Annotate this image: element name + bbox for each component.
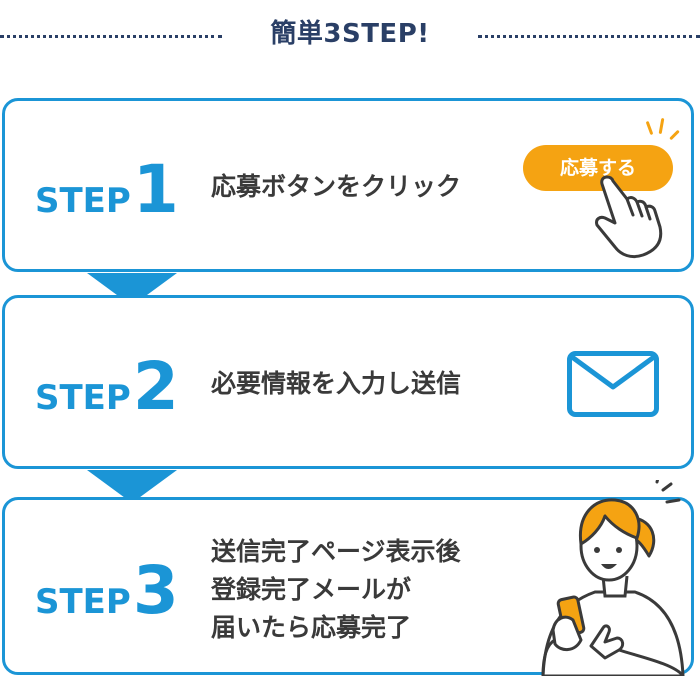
sparkle-mark	[669, 129, 680, 141]
hand-pointer-icon	[595, 175, 663, 259]
mail-icon	[567, 351, 659, 417]
sparkle-mark	[645, 120, 654, 136]
step-label-2: STEP2	[35, 348, 179, 425]
step-number: 1	[132, 151, 179, 228]
step-description-line: 必要情報を入力し送信	[211, 369, 462, 398]
woman-smartphone-icon	[541, 480, 685, 676]
step-description-2: 必要情報を入力し送信	[211, 365, 461, 403]
dotted-divider-left	[0, 35, 222, 38]
step-description-line: 登録完了メールが	[211, 575, 412, 604]
page-title: 簡単3STEP!	[270, 19, 430, 49]
section-header: 簡単3STEP!	[0, 14, 700, 54]
dotted-divider-right	[478, 35, 700, 38]
step-number: 2	[132, 348, 179, 425]
step-description-line: 応募ボタンをクリック	[211, 172, 462, 201]
step-card-2: STEP2 必要情報を入力し送信	[2, 295, 694, 469]
step-description-1: 応募ボタンをクリック	[211, 168, 461, 206]
step-label-3: STEP3	[35, 552, 179, 629]
step-description-line: 届いたら応募完了	[211, 613, 412, 642]
apply-button[interactable]: 応募する	[523, 145, 673, 191]
step-card-1: STEP1 応募ボタンをクリック 応募する	[2, 98, 694, 272]
step-description-3: 送信完了ページ表示後 登録完了メールが 届いたら応募完了	[211, 533, 461, 647]
sparkle-mark	[658, 117, 665, 135]
step-word: STEP	[35, 582, 131, 622]
step-description-line: 送信完了ページ表示後	[211, 537, 461, 566]
step-number: 3	[132, 552, 179, 629]
step-word: STEP	[35, 378, 131, 418]
step-card-3: STEP3 送信完了ページ表示後 登録完了メールが 届いたら応募完了	[2, 480, 694, 676]
step-word: STEP	[35, 181, 131, 221]
step-label-1: STEP1	[35, 151, 179, 228]
